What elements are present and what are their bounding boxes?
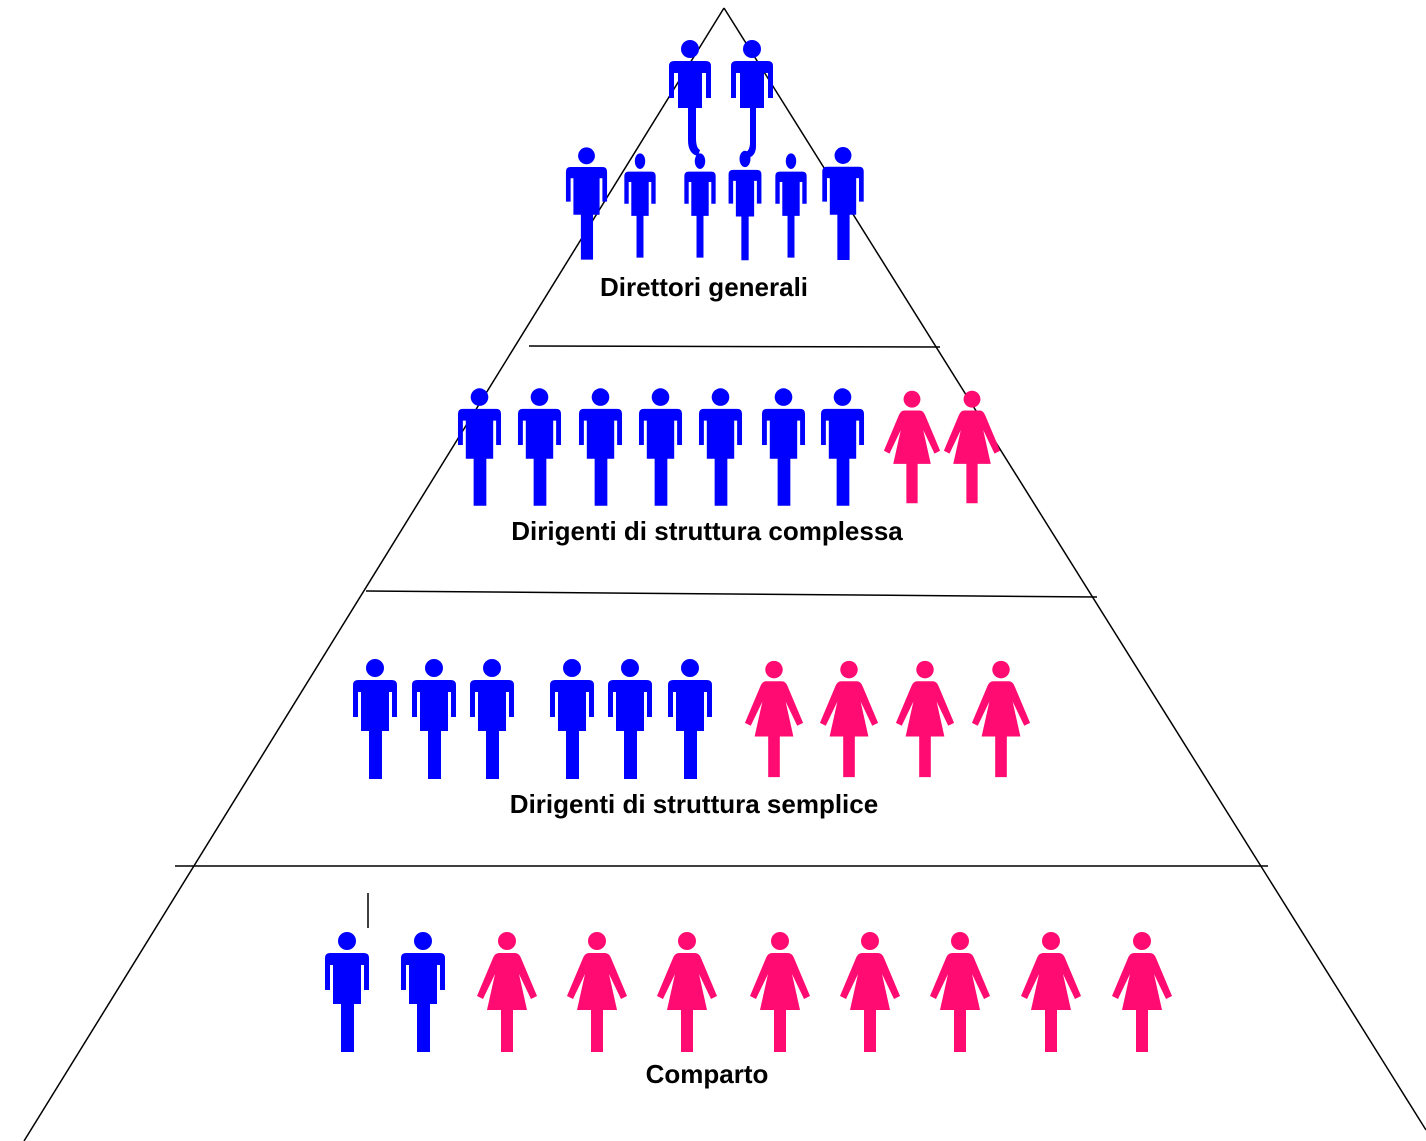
man-icon bbox=[401, 932, 445, 1052]
tier-label: Dirigenti di struttura semplice bbox=[510, 789, 878, 819]
women-group bbox=[744, 660, 1031, 778]
tier-comparto: Comparto bbox=[325, 932, 1172, 1089]
woman-icon bbox=[883, 390, 941, 504]
woman-icon bbox=[930, 932, 990, 1052]
man-icon bbox=[550, 659, 594, 779]
man-icon bbox=[822, 147, 864, 260]
man-icon bbox=[608, 659, 652, 779]
tier-label: Dirigenti di struttura complessa bbox=[511, 516, 903, 546]
man-icon bbox=[698, 388, 743, 506]
man-icon bbox=[820, 388, 865, 506]
man-icon bbox=[457, 388, 502, 506]
man-icon bbox=[728, 150, 762, 261]
tier-label: Comparto bbox=[646, 1059, 769, 1089]
woman-icon bbox=[819, 660, 879, 778]
man-icon bbox=[624, 153, 656, 258]
man-icon bbox=[761, 388, 806, 506]
man-icon bbox=[578, 388, 623, 506]
woman-icon bbox=[657, 932, 717, 1052]
woman-icon bbox=[477, 932, 537, 1052]
men-group bbox=[565, 40, 864, 261]
tier-dirigenti-struttura-semplice: Dirigenti di struttura semplice bbox=[353, 659, 1031, 819]
man-icon bbox=[565, 147, 608, 260]
men-group bbox=[353, 659, 712, 779]
man-icon bbox=[325, 932, 369, 1052]
man-icon bbox=[517, 388, 562, 506]
men-group bbox=[325, 932, 445, 1052]
tier-divider bbox=[365, 590, 1098, 598]
women-group bbox=[477, 932, 1172, 1052]
tier-direttori-generali: Direttori generali bbox=[565, 40, 864, 302]
woman-icon bbox=[943, 390, 1001, 504]
woman-icon bbox=[840, 932, 900, 1052]
man-icon bbox=[638, 388, 683, 506]
tier-label: Direttori generali bbox=[600, 272, 808, 302]
pyramid-outline bbox=[23, 7, 1426, 1141]
women-group bbox=[883, 390, 1001, 504]
woman-icon bbox=[750, 932, 810, 1052]
man-icon bbox=[669, 40, 711, 156]
woman-icon bbox=[895, 660, 955, 778]
men-group bbox=[457, 388, 865, 506]
tier-divider bbox=[528, 345, 941, 348]
man-icon bbox=[684, 153, 716, 258]
woman-icon bbox=[567, 932, 627, 1052]
woman-icon bbox=[971, 660, 1031, 778]
woman-icon bbox=[1112, 932, 1172, 1052]
tier-dirigenti-struttura-complessa: Dirigenti di struttura complessa bbox=[457, 388, 1001, 546]
pyramid-left-edge bbox=[23, 7, 725, 1141]
man-icon bbox=[470, 659, 514, 779]
man-icon bbox=[353, 659, 397, 779]
woman-icon bbox=[744, 660, 804, 778]
man-icon bbox=[731, 40, 773, 158]
man-icon bbox=[775, 153, 807, 258]
man-icon bbox=[668, 659, 712, 779]
man-icon bbox=[412, 659, 456, 779]
woman-icon bbox=[1021, 932, 1081, 1052]
